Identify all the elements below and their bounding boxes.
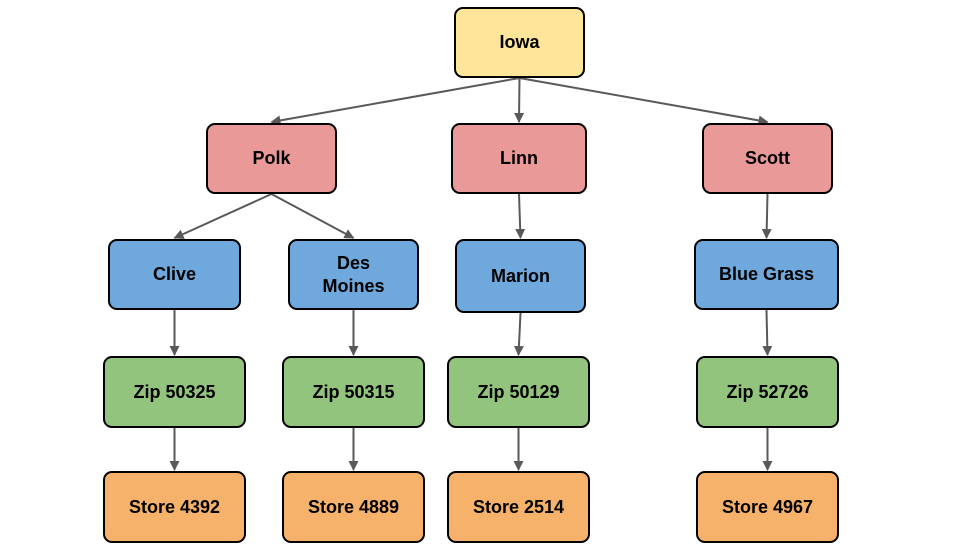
- node-label-line-1: Des: [336, 252, 370, 273]
- node-label: Zip 50129: [477, 381, 560, 402]
- node-iowa: Iowa: [454, 7, 585, 78]
- edge-linn-to-marion: [515, 193, 526, 239]
- node-store-4967: Store 4967: [696, 471, 839, 543]
- edge-iowa-to-scott: [519, 77, 769, 126]
- node-blue-grass: Blue Grass: [694, 239, 839, 310]
- node-zip-50315: Zip 50315: [282, 356, 425, 428]
- node-linn: Linn: [451, 123, 587, 194]
- node-store-2514: Store 2514: [447, 471, 590, 543]
- node-label: Zip 50315: [312, 381, 395, 402]
- node-zip-50129: Zip 50129: [447, 356, 590, 428]
- node-des-moines: Des Moines: [288, 239, 419, 310]
- node-label: Store 4889: [307, 496, 400, 517]
- node-label: Marion: [490, 265, 550, 286]
- edge-group: [169, 77, 773, 471]
- node-label: Des Moines: [322, 252, 384, 298]
- edge-polk-to-clive: [173, 193, 272, 239]
- node-label: Linn: [500, 148, 538, 168]
- edge-marion-to-zip-50129: [513, 312, 524, 356]
- node-polk: Polk: [206, 123, 337, 194]
- edge-polk-to-des-moines: [271, 193, 355, 239]
- node-marion: Marion: [455, 239, 586, 313]
- node-zip-50325: Zip 50325: [103, 356, 246, 428]
- edge-iowa-to-polk: [270, 77, 520, 126]
- node-label: Store 2514: [472, 496, 565, 517]
- node-zip-52726: Zip 52726: [696, 356, 839, 428]
- node-label: Blue Grass: [718, 264, 815, 284]
- node-label: Polk: [252, 148, 291, 168]
- node-label: Store 4967: [721, 496, 814, 517]
- node-scott: Scott: [702, 123, 833, 194]
- node-label: Zip 52726: [726, 381, 809, 402]
- node-label: Clive: [152, 264, 197, 284]
- node-store-4889: Store 4889: [282, 471, 425, 543]
- node-label-line-2: Moines: [322, 275, 385, 296]
- node-label: Iowa: [499, 32, 540, 52]
- node-label: Scott: [745, 148, 790, 168]
- node-label: Store 4392: [128, 496, 221, 517]
- edge-iowa-to-linn: [514, 77, 525, 123]
- edge-scott-to-blue-grass: [761, 193, 772, 239]
- edge-blue-grass-to-zip-52726: [762, 309, 773, 356]
- node-clive: Clive: [108, 239, 241, 310]
- node-store-4392: Store 4392: [103, 471, 246, 543]
- node-label: Zip 50325: [133, 381, 216, 402]
